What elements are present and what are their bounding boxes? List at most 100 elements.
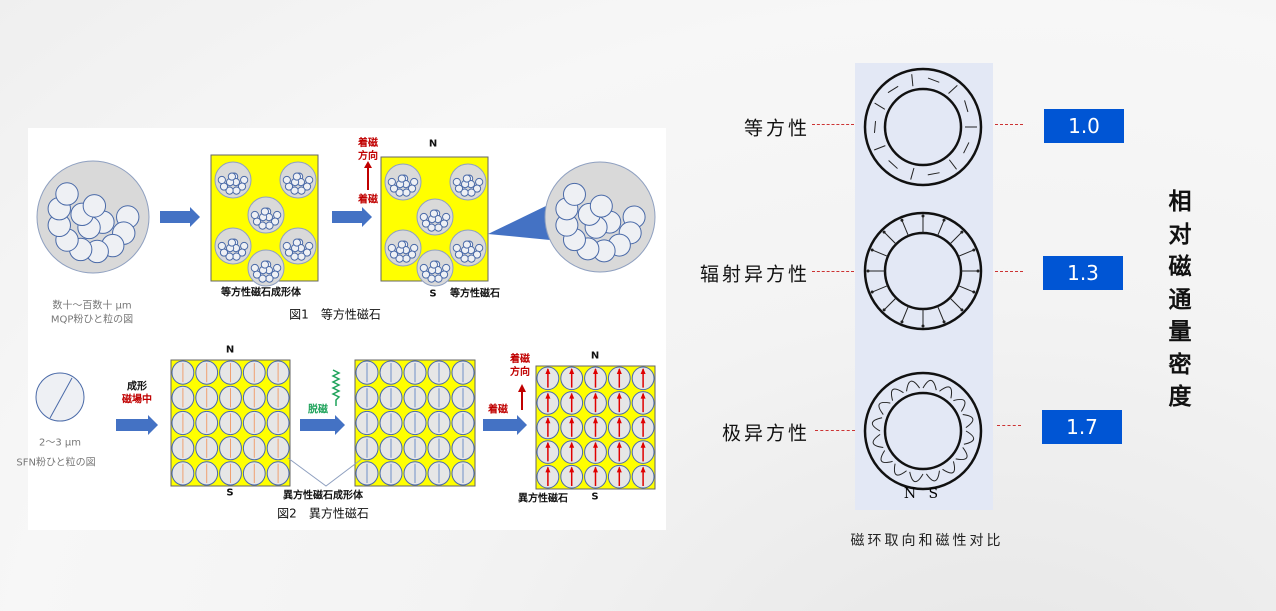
grain-particle [225,186,234,195]
zoom-callout [488,204,550,240]
grain-particle [472,250,482,259]
grain-particle [387,177,396,187]
grain-arrowhead [640,441,646,448]
grain-particle [407,250,417,259]
radial-arrow [957,285,975,293]
grain-particle [292,238,301,247]
radial-arrowhead [900,218,904,222]
isotropic-arrow [948,159,957,170]
fig2-in-field: 磁場中 [122,394,152,406]
value-radial-anisotropic: 1.3 [1043,256,1123,290]
grain-particle [270,217,280,226]
grain-particle [232,186,241,195]
isotropic-arrow [927,172,940,176]
fig2-north-2: N [590,350,600,362]
grain-particle [217,175,226,185]
grain-particle [290,186,299,195]
grain-particle [237,182,247,191]
radial-arrowhead [882,308,886,312]
value-polar-anisotropic: 1.7 [1042,410,1122,444]
fig1-magnetize-label: 着磁 [358,194,378,206]
radial-arrowhead [972,290,976,294]
polar-flux-arrow [925,470,940,482]
process-arrow [160,207,200,227]
grain-particle [290,252,299,261]
fig2-magnetize-label: 着磁 [488,404,508,416]
grain-particle [429,209,438,218]
polar-flux-arrow [953,398,966,412]
grain-particle [250,210,259,220]
grain-particle [227,172,236,181]
grain-particle [452,243,461,253]
leader-line [812,124,854,125]
grain-particle [260,260,269,269]
grain-particle [82,194,107,218]
radial-arrowhead [866,269,870,273]
magnetize-direction-arrowhead [364,161,372,168]
polar-flux-arrow [942,461,956,474]
grain-arrowhead [593,392,598,399]
fig1-magnetize-direction: 着磁方向 [358,138,378,162]
grain-particle [439,219,449,228]
ring-inner [883,87,963,167]
grain-particle [297,186,306,195]
comparison-caption: 磁环取向和磁性对比 [850,533,1004,549]
grain-arrowhead [569,368,575,374]
isotropic-arrow [873,120,877,134]
ring-inner [883,391,963,471]
grain-particle [427,223,436,232]
grain-arrowhead [593,441,598,448]
grain-arrowhead [569,441,575,448]
grain-arrowhead [545,466,551,473]
grain-arrowhead [593,417,598,424]
grain-arrowhead [640,368,646,374]
fig1-caption: 図1 等方性磁石 [289,307,381,322]
radial-arrow [901,219,909,237]
grain-particle [217,241,226,251]
isotropic-arrow [873,145,886,151]
radial-arrowhead [882,230,886,234]
radial-arrow [937,305,945,323]
easy-axis-arrow [49,377,73,419]
fig1-north: N [428,138,438,150]
isotropic-arrow [927,77,940,83]
grain-particle [462,174,471,183]
grain-particle [292,172,301,181]
grain-particle [467,188,476,197]
label-isotropic: 等方性 [743,117,810,140]
grain-particle [467,254,476,263]
leader-line [995,271,1023,272]
radial-arrow [901,305,909,323]
polar-flux-arrow [871,417,883,432]
grain-particle [225,252,234,261]
grain-particle [302,182,312,191]
fig2-forming: 成形 [127,381,147,393]
fig2-magnet-label: 異方性磁石 [518,493,568,505]
grain-particle [434,223,443,232]
process-arrow [300,415,345,435]
polar-flux-arrow [909,471,924,483]
ring-outer [863,67,983,187]
polar-flux-arrow [962,414,974,429]
ring-outer [863,211,983,331]
grain-arrowhead [545,392,551,399]
grain-particle [419,212,428,222]
fig2-north-1: N [225,344,235,356]
grain-particle [452,177,461,187]
value-isotropic: 1.0 [1044,109,1124,143]
magnet-diagram [35,154,656,490]
radial-arrowhead [976,269,980,273]
axis-title: 相对磁通量密度 [1168,189,1192,410]
grain-arrowhead [593,368,598,374]
radial-arrow [871,285,889,293]
fig2-demagnetize: 脱磁 [308,404,328,416]
grain-particle [397,240,406,249]
grain-arrowhead [616,417,622,424]
fig2-south-2: S [591,491,599,503]
sfn-particle [35,372,85,422]
grain-particle [250,263,259,273]
grain-particle [297,252,306,261]
grain-arrowhead [640,392,646,399]
fig2-compact-label: 異方性磁石成形体 [283,490,363,502]
magnetize-direction-arrowhead [518,384,526,392]
